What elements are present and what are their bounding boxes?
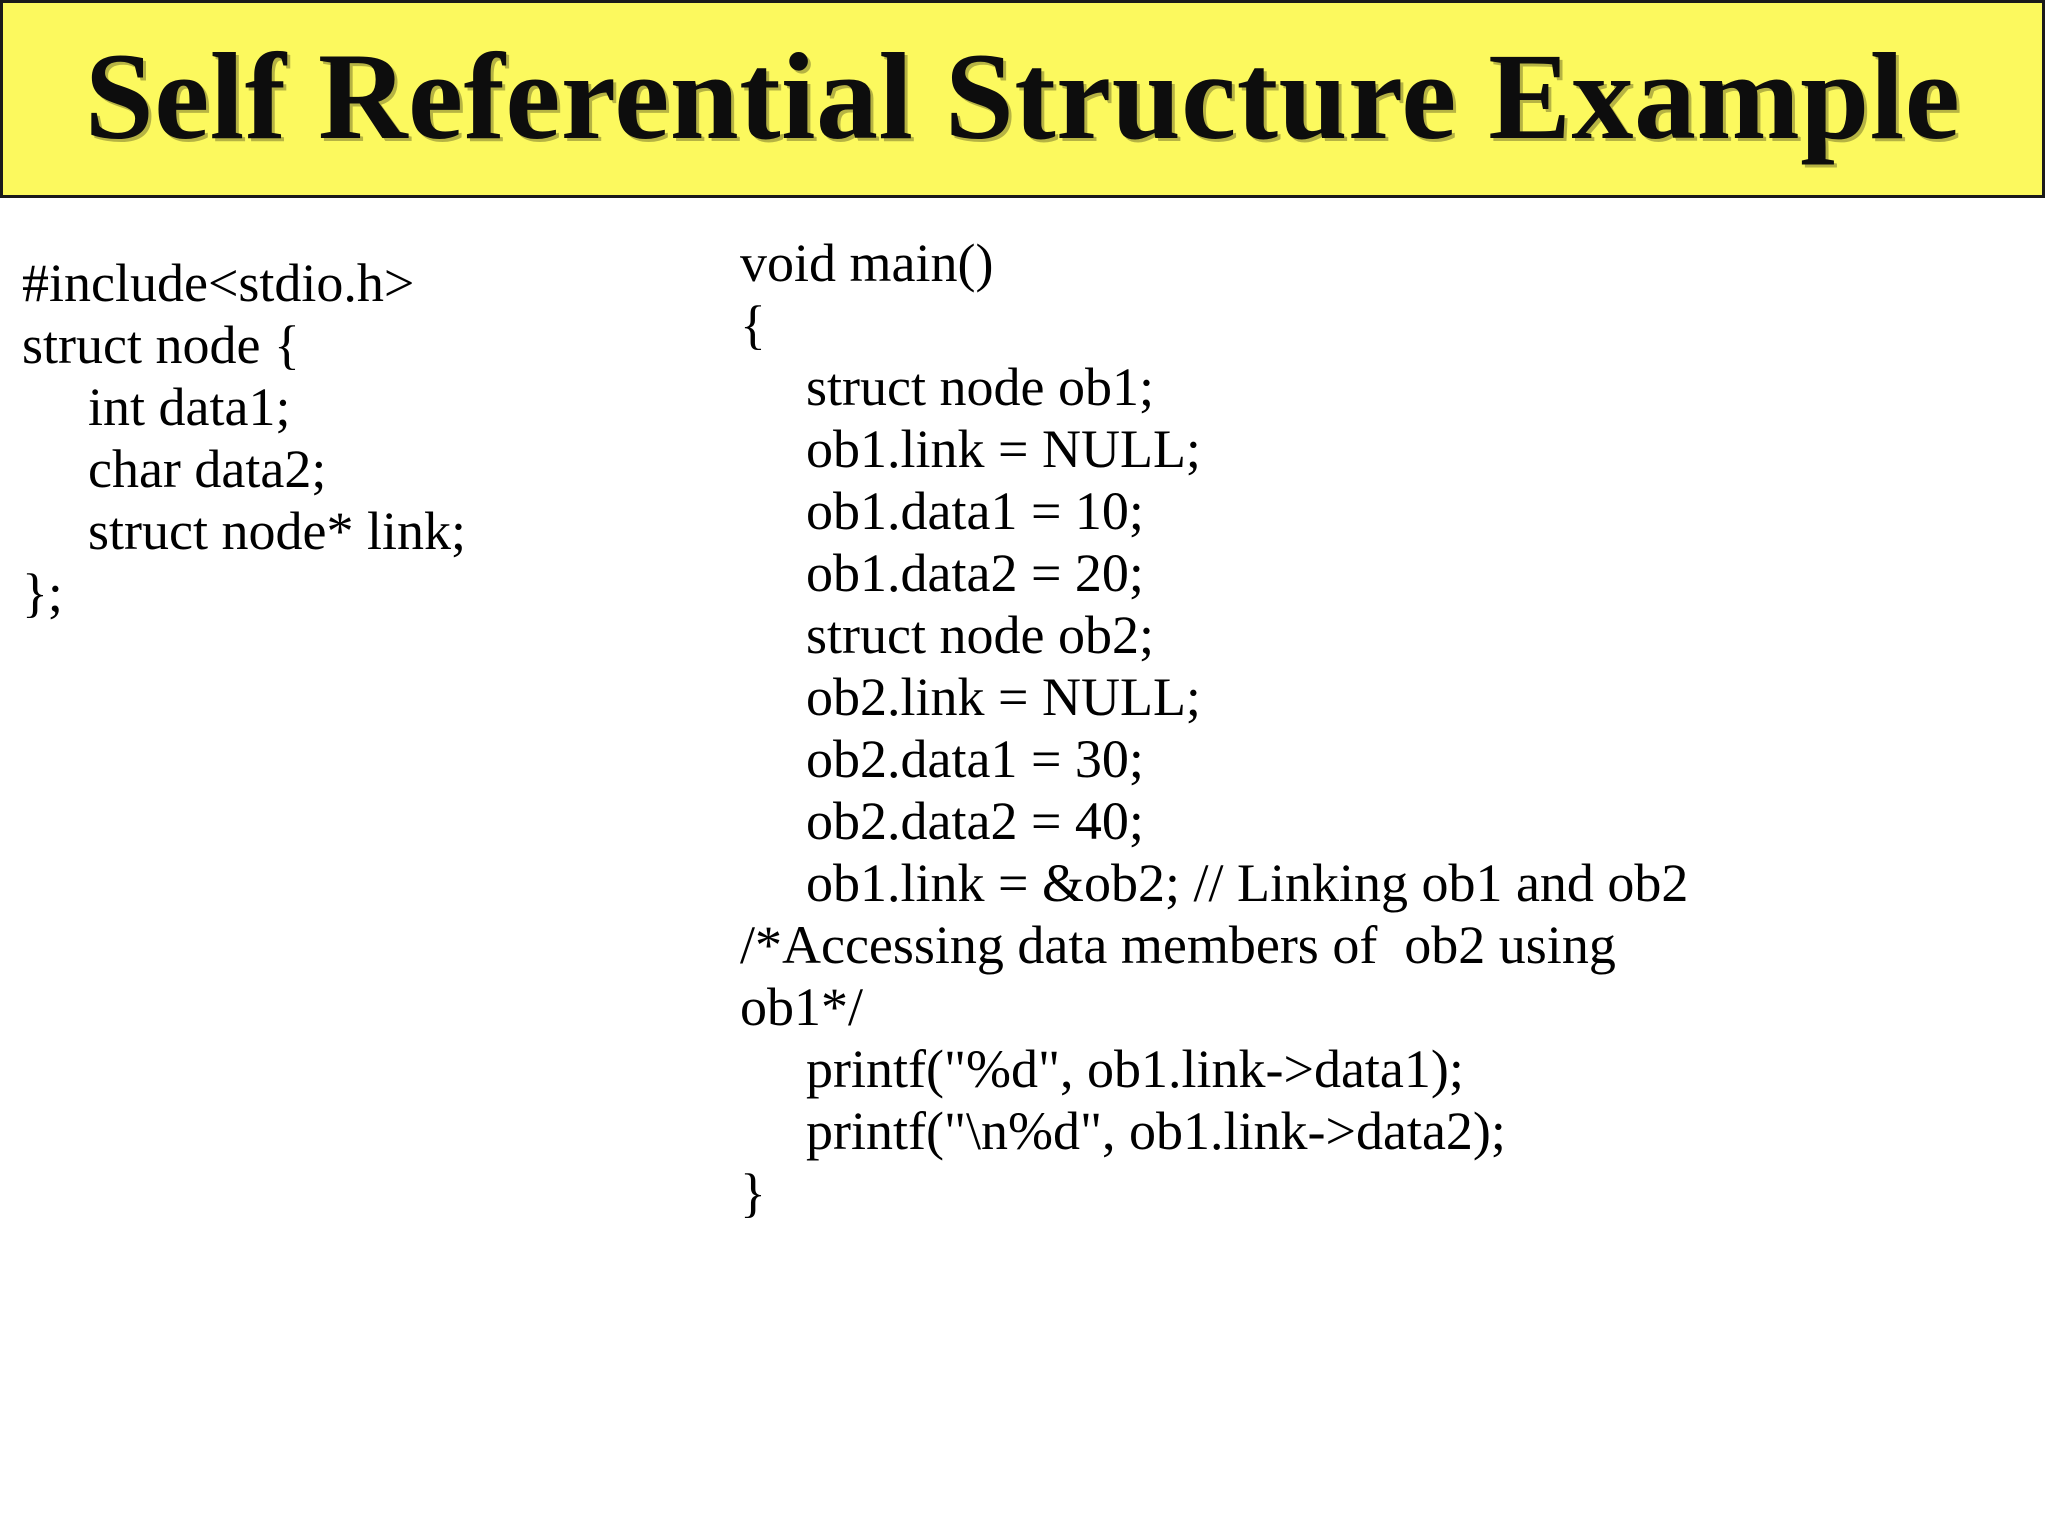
main-function-line: } bbox=[740, 1163, 766, 1223]
struct-definition-line: struct node { bbox=[22, 315, 300, 375]
struct-definition-line: int data1; bbox=[88, 377, 291, 437]
struct-definition-line: #include<stdio.h> bbox=[22, 253, 415, 313]
code-block-main-function: void main(){ struct node ob1;ob1.link = N… bbox=[740, 232, 2030, 1224]
main-function-line: printf("\n%d", ob1.link->data2); bbox=[806, 1101, 1506, 1161]
struct-definition-line: struct node* link; bbox=[88, 501, 466, 561]
main-function-line: struct node ob2; bbox=[806, 605, 1154, 665]
code-block-struct-definition: #include<stdio.h>struct node {int data1;… bbox=[22, 252, 682, 624]
main-function-line: ob1.data1 = 10; bbox=[806, 481, 1144, 541]
main-function-line: ob1.data2 = 20; bbox=[806, 543, 1144, 603]
title-banner: Self Referential Structure Example bbox=[0, 0, 2045, 198]
main-function-line: ob1.link = &ob2; // Linking ob1 and ob2 bbox=[806, 853, 1689, 913]
struct-definition-line: char data2; bbox=[88, 439, 327, 499]
main-function-line: ob2.data2 = 40; bbox=[806, 791, 1144, 851]
page-title: Self Referential Structure Example bbox=[84, 28, 1961, 165]
main-function-line: void main() bbox=[740, 233, 994, 293]
main-function-line: { bbox=[740, 295, 766, 355]
main-function-line: struct node ob1; bbox=[806, 357, 1154, 417]
main-function-line: ob2.link = NULL; bbox=[806, 667, 1201, 727]
main-function-line: ob1.link = NULL; bbox=[806, 419, 1201, 479]
main-function-line: ob1*/ bbox=[740, 977, 864, 1037]
main-function-line: /*Accessing data members of ob2 using bbox=[740, 915, 1616, 975]
main-function-line: ob2.data1 = 30; bbox=[806, 729, 1144, 789]
main-function-line: printf("%d", ob1.link->data1); bbox=[806, 1039, 1464, 1099]
struct-definition-line: }; bbox=[22, 563, 63, 623]
